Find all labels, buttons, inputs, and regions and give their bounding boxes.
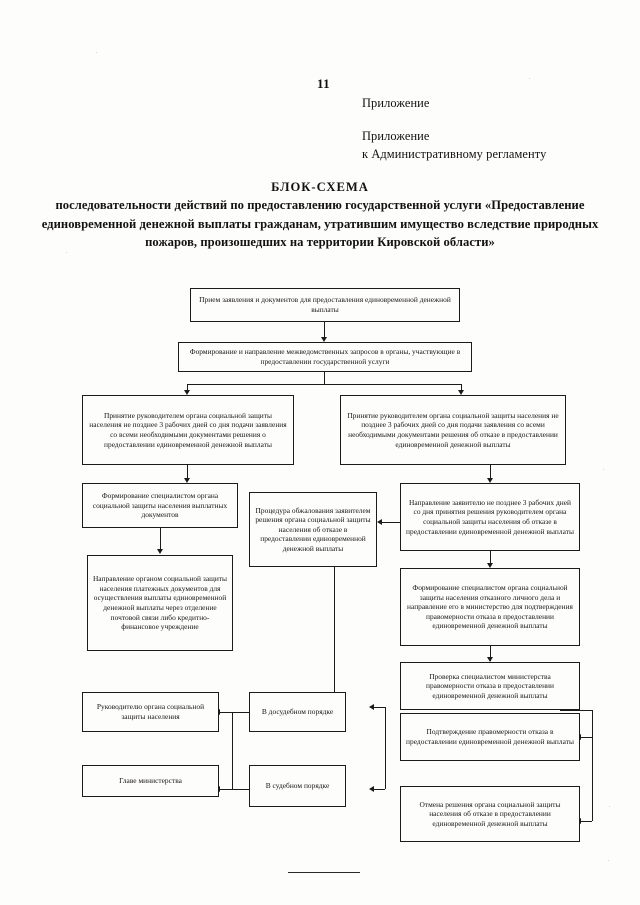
connector-check-bus-vertical [592, 710, 593, 821]
arrow-notify-to-refusal-file [487, 563, 493, 568]
flow-node-payment-docs-text: Формирование специалистом органа социаль… [92, 491, 228, 520]
flow-node-refusal-file-text: Формирование специалистом органа социаль… [407, 583, 573, 631]
connector-grant-to-payment-docs [187, 465, 188, 480]
scan-speckle [603, 469, 604, 470]
scan-speckle [66, 252, 67, 253]
flow-node-send-payment-docs-text: Направление органом социальной защиты на… [92, 574, 228, 632]
appendix-label-2: Приложение [362, 129, 430, 143]
connector-interagency-split-stem [324, 372, 325, 384]
arrow-refuse-to-notify [487, 478, 493, 483]
flow-node-head-of-ministry: Главе министерства [82, 765, 219, 797]
connector-judicial-tap [232, 789, 249, 790]
arrow-bus-to-pretrial [369, 704, 374, 710]
connector-notify-to-refusal-file [490, 551, 491, 566]
flow-node-appeal-procedure: Процедура обжалования заявителем решения… [249, 492, 377, 567]
scan-speckle [529, 78, 530, 79]
arrow-payment-docs-to-send [157, 549, 163, 554]
connector-interagency-split-bar [187, 384, 461, 385]
title-heading: БЛОК-СХЕМА [271, 180, 369, 194]
arrow-grant-to-payment-docs [184, 478, 190, 483]
footer-divider [288, 872, 360, 873]
page-number: 11 [317, 76, 330, 91]
connector-intake-to-interagency [324, 322, 325, 339]
flow-node-ministry-check: Проверка специалистом министерства право… [400, 662, 580, 710]
title-line-2: услуги «Предоставление единовременной де… [41, 198, 585, 231]
flow-node-appeal-procedure-text: Процедура обжалования заявителем решения… [255, 505, 371, 553]
flow-node-head-of-body-text: Руководителю органа социальной защиты на… [96, 702, 205, 721]
connector-check-bus-top [560, 710, 592, 711]
scan-speckle [609, 806, 610, 807]
scan-speckle [608, 860, 609, 861]
flow-node-decision-grant-text: Принятие руководителем органа социальной… [89, 410, 287, 449]
appendix-label-3: к Административному регламенту [362, 147, 547, 161]
scan-speckle [96, 52, 97, 53]
connector-refuse-to-notify [490, 465, 491, 481]
title-line-3: гражданам, утратившим имущество вследств… [145, 216, 599, 250]
flow-node-confirm-refusal-text: Подтверждение правомерности отказа в пре… [406, 727, 574, 746]
connector-bus-to-confirm [580, 737, 592, 738]
flow-node-pretrial-text: В досудебном порядке [261, 707, 334, 717]
flow-node-payment-docs: Формирование специалистом органа социаль… [82, 483, 238, 528]
connector-appeal-stem [334, 567, 335, 723]
appendix-label-1: Приложение [362, 96, 430, 110]
connector-bus-to-head-body [219, 712, 232, 713]
flow-node-judicial-text: В судебном порядке [265, 781, 330, 791]
flow-node-refusal-file: Формирование специалистом органа социаль… [400, 568, 580, 646]
connector-right-bus-to-courts [385, 707, 386, 789]
arrow-refusal-file-to-check [487, 657, 493, 662]
flow-node-notify-applicant-text: Направление заявителю не позднее 3 рабоч… [406, 497, 574, 536]
document-title: БЛОК-СХЕМА последовательности действий п… [40, 178, 600, 252]
flow-node-intake-text: Прием заявления и документов для предост… [199, 295, 451, 314]
connector-pretrial-tap [232, 712, 249, 713]
connector-payment-docs-to-send [160, 528, 161, 552]
connector-bus-pretrial-feed [373, 707, 385, 708]
connector-bus-judicial-feed [373, 789, 385, 790]
flow-node-decision-refuse: Принятие руководителем органа социальной… [340, 395, 566, 465]
flow-node-send-payment-docs: Направление органом социальной защиты на… [87, 555, 233, 651]
flow-node-ministry-check-text: Проверка специалистом министерства право… [425, 671, 554, 700]
connector-bus-to-head-ministry [219, 789, 232, 790]
connector-split-left [187, 384, 188, 393]
flow-node-confirm-refusal: Подтверждение правомерности отказа в пре… [400, 713, 580, 761]
flow-node-intake: Прием заявления и документов для предост… [190, 288, 460, 322]
flow-node-interagency-text: Формирование и направление межведомствен… [189, 347, 461, 366]
title-line-1: последовательности действий по предостав… [55, 198, 441, 213]
title-line-4: произошедших на территории Кировской обл… [200, 235, 495, 250]
flow-node-interagency: Формирование и направление межведомствен… [178, 342, 472, 372]
arrow-bus-to-judicial [369, 786, 374, 792]
connector-refusal-file-to-check [490, 646, 491, 661]
arrow-intake-to-interagency [321, 337, 327, 342]
arrow-to-decision-grant [184, 390, 190, 395]
connector-left-bus-heads [232, 712, 233, 789]
arrow-notify-to-appeal [377, 519, 382, 525]
flow-node-head-of-body: Руководителю органа социальной защиты на… [82, 692, 219, 732]
flow-node-head-of-ministry-text: Главе министерства [119, 776, 182, 786]
arrow-to-decision-refuse [458, 390, 464, 395]
flow-node-cancel-refusal-text: Отмена решения органа социальной защиты … [419, 799, 561, 828]
connector-notify-to-appeal [381, 522, 400, 523]
connector-split-right [461, 384, 462, 393]
flow-node-notify-applicant: Направление заявителю не позднее 3 рабоч… [400, 483, 580, 551]
flow-node-pretrial: В досудебном порядке [249, 692, 346, 732]
flow-node-decision-refuse-text: Принятие руководителем органа социальной… [347, 410, 559, 449]
flow-node-judicial: В судебном порядке [249, 765, 346, 807]
flow-node-cancel-refusal: Отмена решения органа социальной защиты … [400, 786, 580, 842]
connector-bus-to-cancel [580, 821, 592, 822]
flow-node-decision-grant: Принятие руководителем органа социальной… [82, 395, 294, 465]
